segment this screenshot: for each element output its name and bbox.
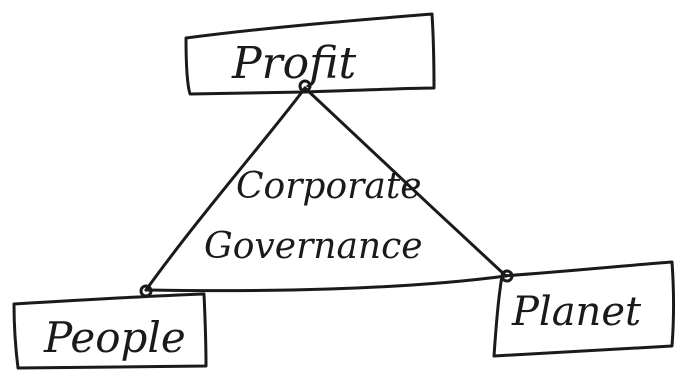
planet-box: [492, 260, 675, 358]
planet-label: Planet: [511, 289, 642, 335]
center-label-line2: Governance: [204, 226, 423, 267]
profit-box: [184, 12, 436, 96]
profit-label: Profit: [231, 38, 356, 89]
center-label-line1: Corporate: [236, 166, 422, 207]
edge-people-planet: [144, 274, 508, 293]
edge-profit-planet: [303, 86, 508, 278]
people-box: [12, 292, 208, 370]
people-label: People: [43, 313, 186, 362]
edge-profit-people: [144, 86, 307, 292]
